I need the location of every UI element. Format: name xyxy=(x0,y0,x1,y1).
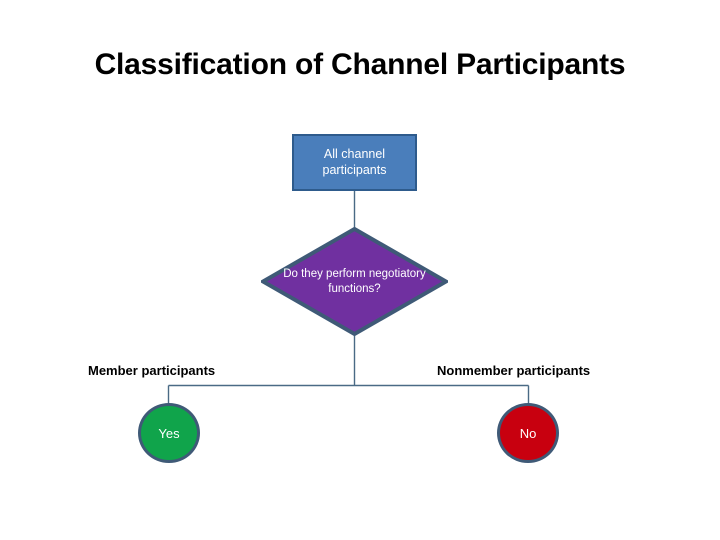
node-yes[interactable]: Yes xyxy=(138,403,200,463)
diamond-shape xyxy=(261,227,448,336)
node-no[interactable]: No xyxy=(497,403,559,463)
node-no-label: No xyxy=(519,425,537,441)
page-title: Classification of Channel Participants xyxy=(94,48,626,81)
node-all-channel-participants[interactable]: All channel participants xyxy=(292,134,417,191)
branch-label-nonmember: Nonmember participants xyxy=(437,363,591,378)
node-all-channel-participants-label: All channel participants xyxy=(322,146,387,177)
node-yes-label: Yes xyxy=(158,425,180,441)
node-decision-negotiatory-functions[interactable]: Do they perform negotiatory functions? xyxy=(261,227,448,336)
branch-label-member: Member participants xyxy=(88,363,216,378)
